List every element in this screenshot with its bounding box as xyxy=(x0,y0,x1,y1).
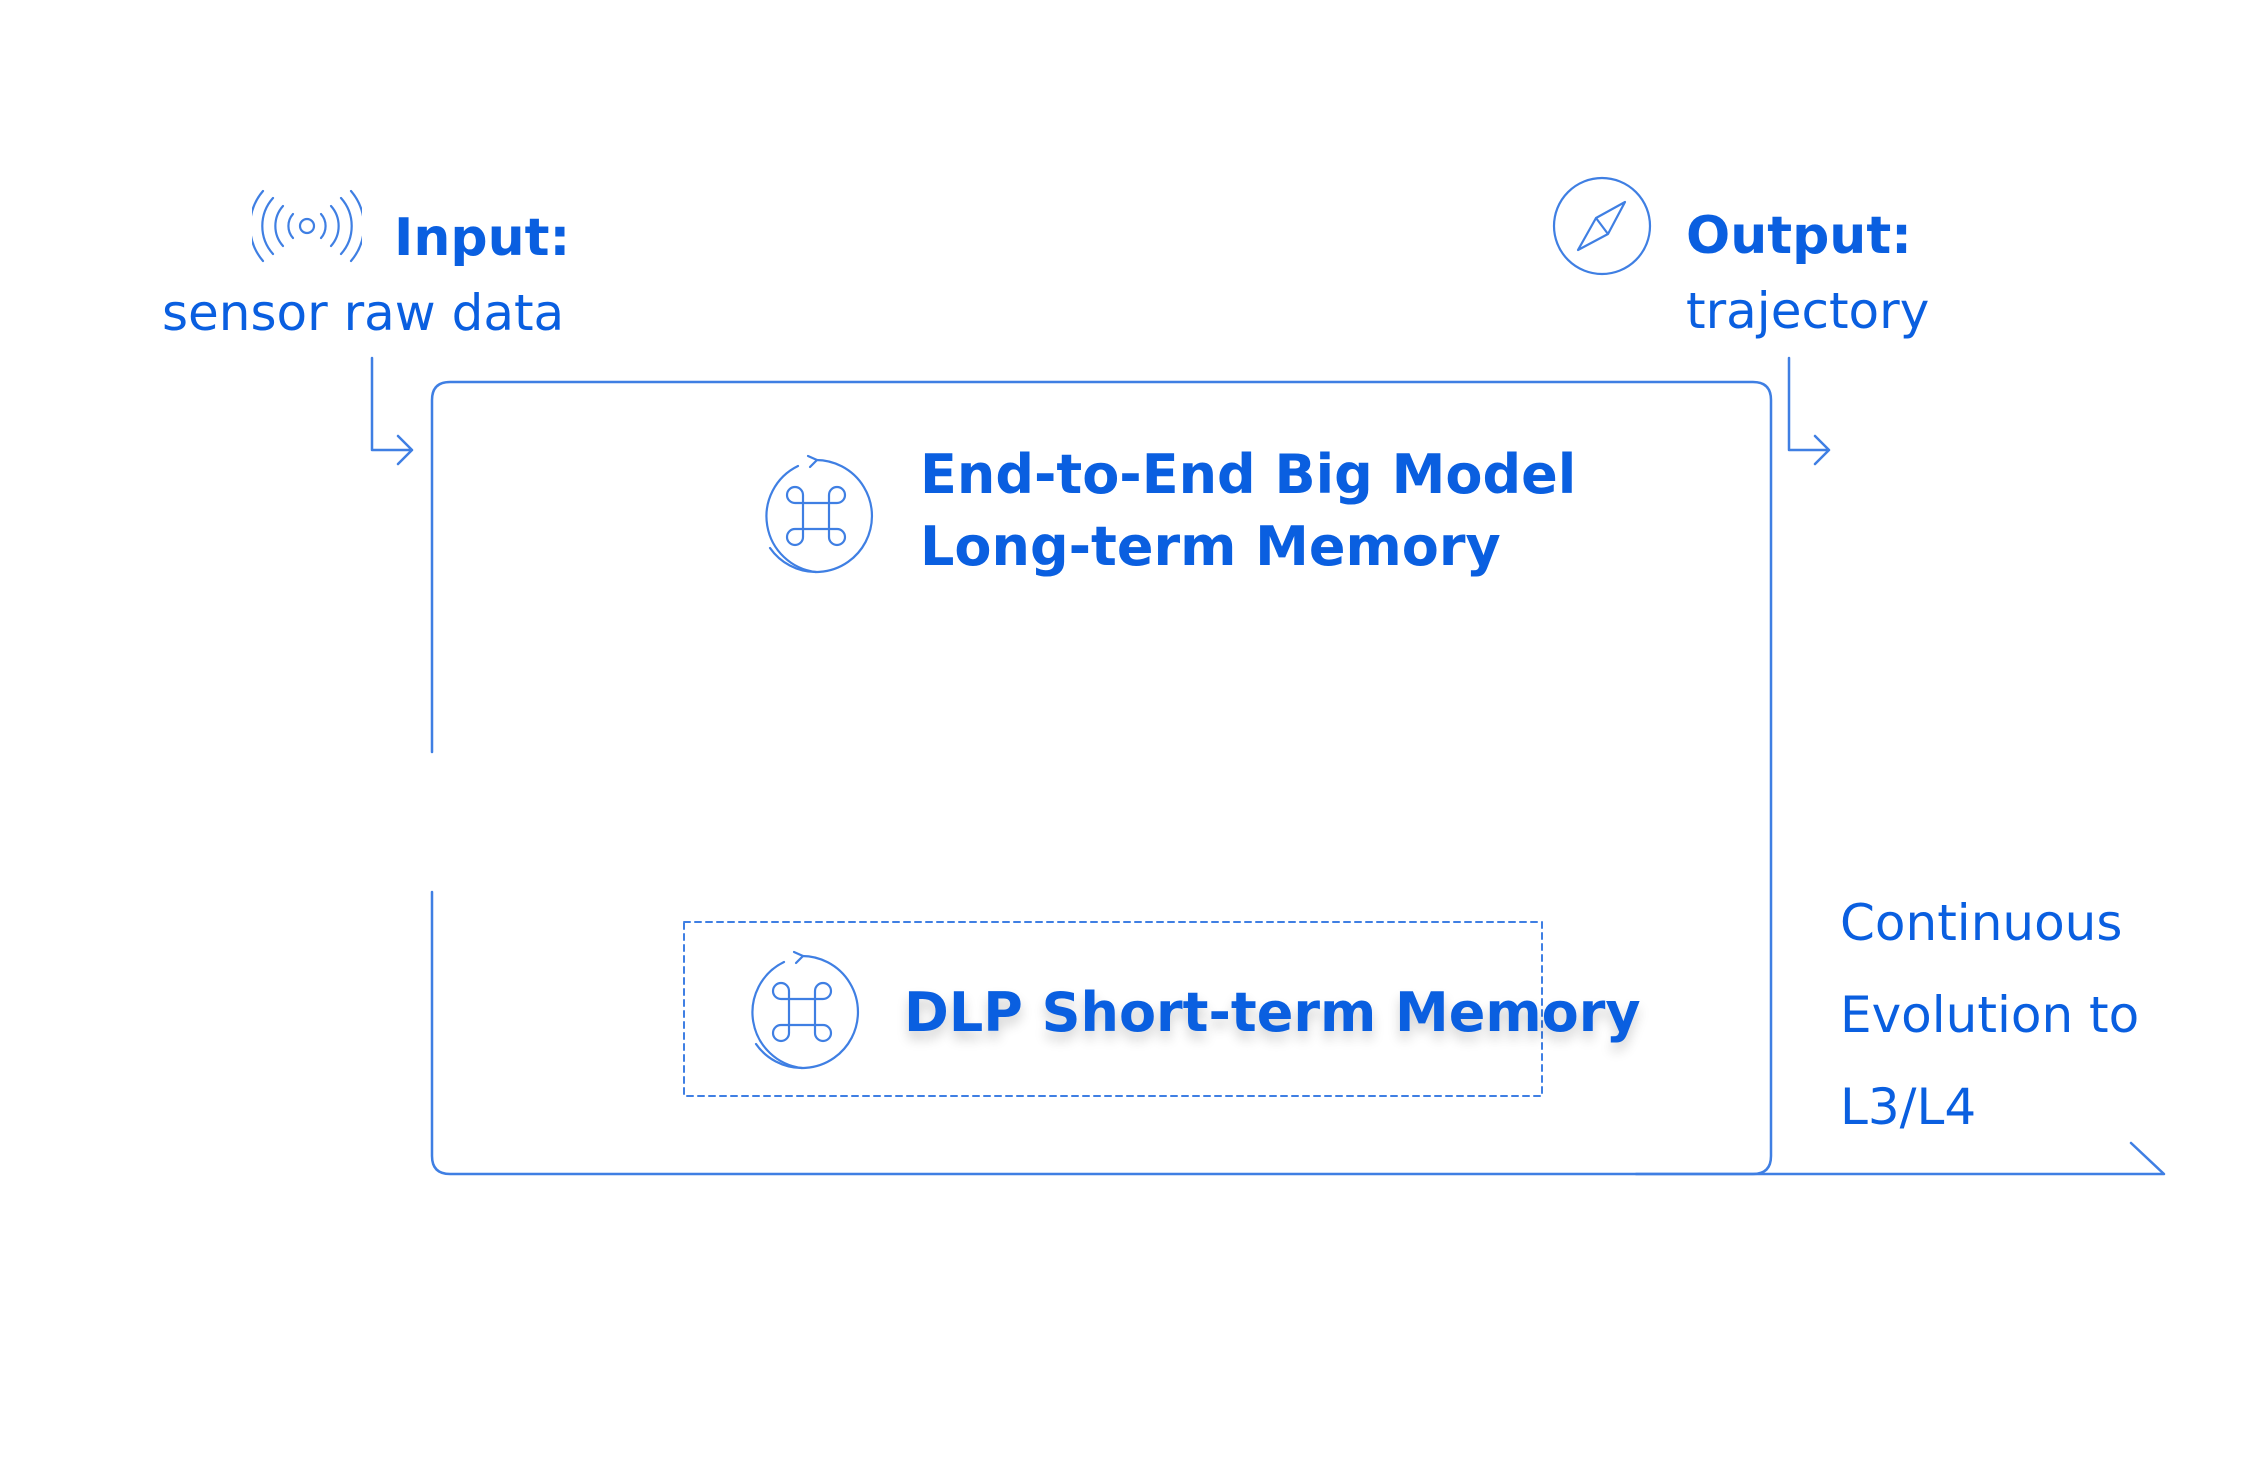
output-text: trajectory xyxy=(1686,282,1930,340)
input-text: sensor raw data xyxy=(162,284,565,342)
command-cycle-icon xyxy=(751,950,860,1070)
dlp-dashed-box xyxy=(683,921,1543,1097)
evolution-line-2: Evolution to xyxy=(1840,986,2140,1044)
command-cycle-icon xyxy=(765,454,874,574)
big-model-subtitle: Long-term Memory xyxy=(920,515,1501,578)
main-frame xyxy=(430,380,1773,1176)
evolution-line-3: L3/L4 xyxy=(1840,1078,1977,1136)
input-heading: Input: xyxy=(394,208,571,268)
evolution-line-1: Continuous xyxy=(1840,894,2123,952)
sensor-signal-icon xyxy=(252,189,362,263)
input-arrow xyxy=(370,356,414,466)
output-heading: Output: xyxy=(1686,206,1912,266)
big-model-title: End-to-End Big Model xyxy=(920,443,1577,506)
evolution-arrow xyxy=(1634,1141,2166,1176)
dlp-label: DLP Short-term Memory xyxy=(904,981,1641,1044)
compass-icon xyxy=(1552,176,1652,276)
output-arrow xyxy=(1787,356,1831,466)
